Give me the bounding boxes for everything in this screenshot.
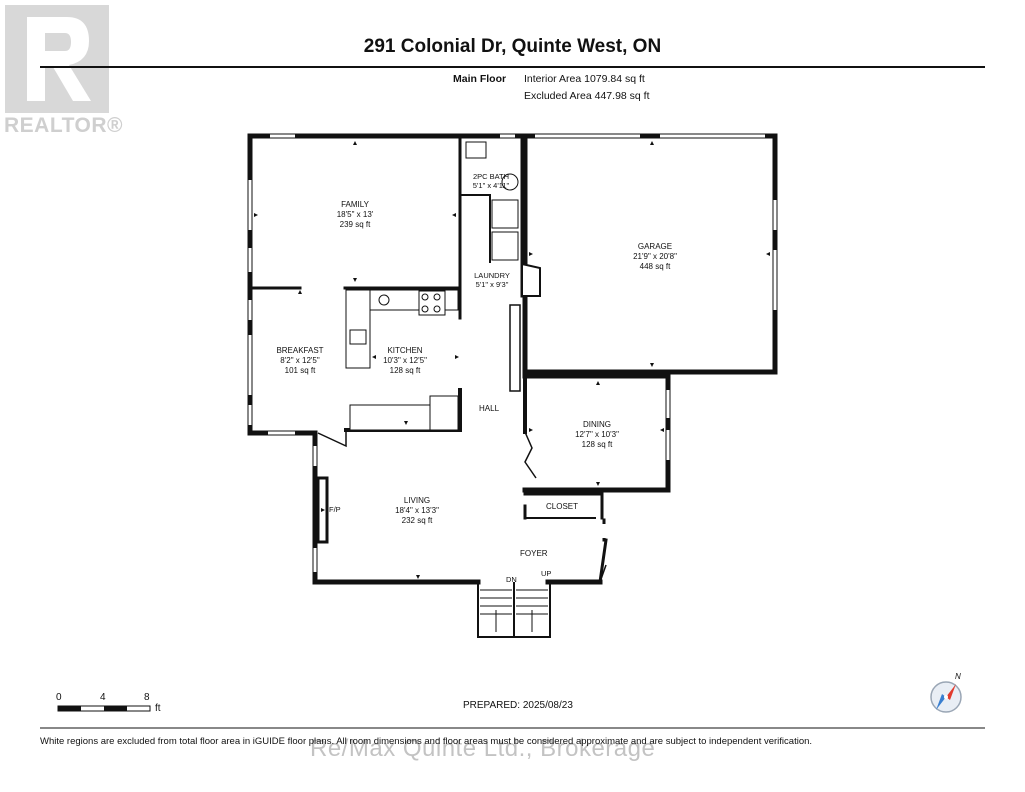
realtor-logo-text: REALTOR® [4,114,124,137]
label-hall: HALL [479,404,500,413]
room-laundry: LAUNDRY 5'1" x 9'3" [462,271,522,289]
room-name: KITCHEN [387,346,423,355]
room-name: LIVING [403,496,431,505]
room-breakfast: BREAKFAST 8'2" x 12'5" 101 sq ft [256,346,344,376]
room-dims: 18'5" x 13' [336,210,374,219]
label-fireplace: F/P [329,505,341,514]
room-dining: DINING 12'7" x 10'3" 128 sq ft [552,420,642,450]
excluded-area: Excluded Area 447.98 sq ft [524,90,650,102]
room-dims: 5'1" x 9'3" [475,280,509,289]
room-living: LIVING 18'4" x 13'3" 232 sq ft [372,496,462,526]
room-name: DINING [583,420,611,429]
room-area: 239 sq ft [339,220,371,229]
room-name: GARAGE [637,242,673,251]
label-closet: CLOSET [546,502,579,511]
interior-area: Interior Area 1079.84 sq ft [524,73,645,85]
scale-tick-8: 8 [144,692,150,703]
room-name: FAMILY [341,200,369,209]
label-foyer: FOYER [520,549,548,558]
scale-bar [57,705,151,712]
watermark: Re/Max Quinte Ltd., Brokerage [310,735,656,762]
scale-tick-4: 4 [100,692,106,703]
scale-unit: ft [155,703,161,714]
header-rule [40,66,985,68]
room-name: LAUNDRY [474,271,510,280]
room-area: 128 sq ft [581,440,613,449]
room-dims: 18'4" x 13'3" [395,506,439,515]
room-area: 232 sq ft [401,516,433,525]
room-area: 448 sq ft [639,262,671,271]
label-down: DN [506,575,517,584]
room-kitchen: KITCHEN 10'3" x 12'5" 128 sq ft [360,346,450,376]
scale-tick-0: 0 [56,692,62,703]
room-dims: 5'1" x 4'11" [472,181,510,190]
room-dims: 8'2" x 12'5" [280,356,320,365]
compass-north-label: N [955,672,961,681]
room-dims: 21'9" x 20'8" [633,252,677,261]
room-bath: 2PC BATH 5'1" x 4'11" [462,172,520,190]
realtor-logo-icon [5,5,109,113]
page-title: 291 Colonial Dr, Quinte West, ON [363,36,662,57]
room-area: 128 sq ft [389,366,421,375]
room-area: 101 sq ft [284,366,316,375]
label-up: UP [541,569,552,578]
room-garage: GARAGE 21'9" x 20'8" 448 sq ft [600,242,710,272]
room-name: 2PC BATH [472,172,510,181]
prepared-date: PREPARED: 2025/08/23 [463,700,573,711]
room-dims: 10'3" x 12'5" [383,356,427,365]
room-name: BREAKFAST [276,346,324,355]
floor-label: Main Floor [453,73,507,85]
disclaimer: White regions are excluded from total fl… [40,736,813,747]
wall-west [247,133,463,436]
compass-icon [930,681,962,713]
room-family: FAMILY 18'5" x 13' 239 sq ft [300,200,410,230]
room-dims: 12'7" x 10'3" [575,430,619,439]
